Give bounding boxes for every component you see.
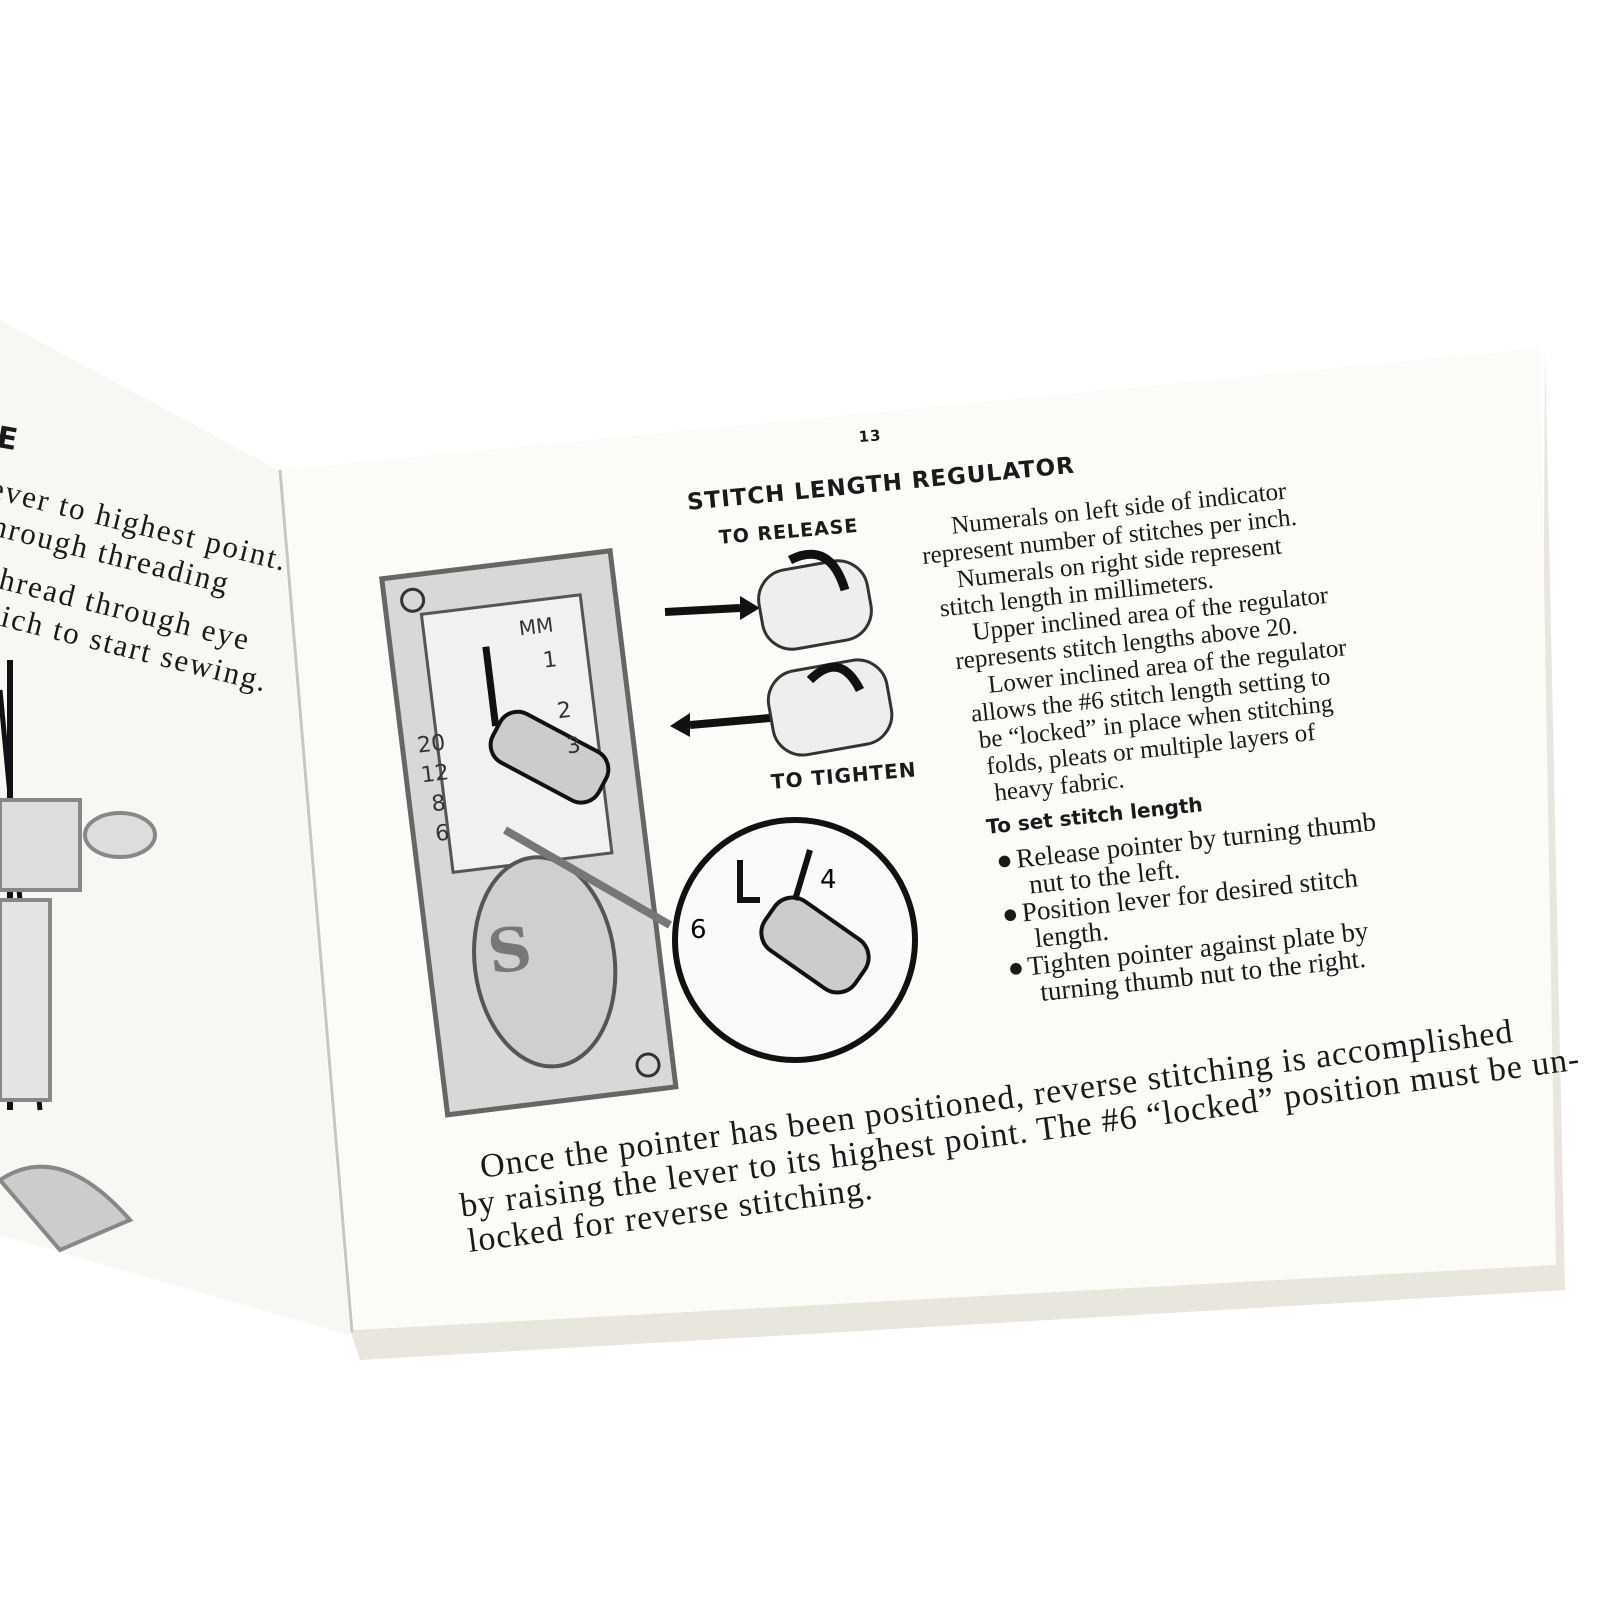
spine-gutter [278, 469, 354, 1333]
left-page [0, 320, 350, 1335]
spi-12: 12 [420, 760, 451, 788]
mm-3: 3 [565, 733, 582, 760]
mm-1: 1 [542, 647, 559, 674]
tighten-knob-illustration [670, 658, 894, 757]
release-knob-illustration [664, 549, 873, 651]
spi-20: 20 [416, 730, 447, 758]
inset-6: 6 [690, 915, 707, 945]
spi-6: 6 [434, 821, 451, 848]
spi-8: 8 [430, 791, 447, 818]
svg-text:S: S [484, 914, 536, 989]
sewing-machine-illustration [0, 660, 157, 1253]
mm-label: MM [517, 612, 554, 640]
regulator-plate-illustration: S MM 1 2 3 20 12 8 6 [379, 548, 679, 1118]
inset-4: 4 [820, 865, 837, 895]
description-paragraph: Numerals on left side of indicator repre… [921, 473, 1359, 810]
page-number: 13 [858, 426, 883, 446]
inset-detail-illustration: 6 4 [503, 817, 918, 1063]
mm-2: 2 [556, 698, 573, 725]
